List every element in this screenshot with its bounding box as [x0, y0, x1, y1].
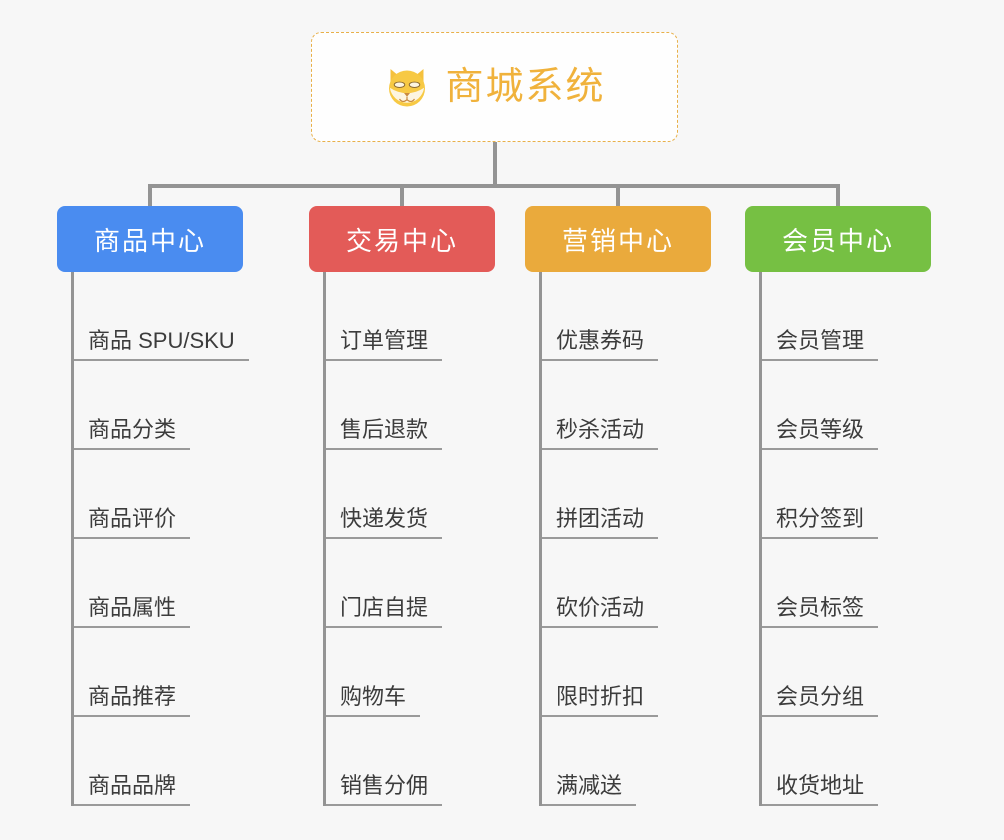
leaf-item[interactable]: 商品属性 — [71, 539, 243, 628]
leaf-item-label: 门店自提 — [326, 595, 443, 628]
leaf-item[interactable]: 收货地址 — [759, 717, 931, 806]
leaf-item-label: 商品 SPU/SKU — [74, 328, 249, 361]
leaf-item[interactable]: 砍价活动 — [539, 539, 711, 628]
leaf-item-label: 商品分类 — [74, 417, 191, 450]
leaf-item-label: 订单管理 — [326, 328, 443, 361]
leaf-list-member-center: 会员管理会员等级积分签到会员标签会员分组收货地址 — [759, 272, 931, 806]
leaf-item-label: 优惠券码 — [542, 328, 659, 361]
connector-trunk-trade-center — [323, 272, 326, 806]
leaf-item[interactable]: 优惠券码 — [539, 272, 711, 361]
branch-column-trade-center: 交易中心订单管理售后退款快递发货门店自提购物车销售分佣 — [309, 206, 495, 806]
leaf-item-label: 满减送 — [542, 773, 637, 806]
leaf-item[interactable]: 会员等级 — [759, 361, 931, 450]
leaf-item-label: 商品评价 — [74, 506, 191, 539]
leaf-item[interactable]: 积分签到 — [759, 450, 931, 539]
root-node[interactable]: 商城系统 — [311, 32, 678, 142]
leaf-item[interactable]: 秒杀活动 — [539, 361, 711, 450]
leaf-item-label: 秒杀活动 — [542, 417, 659, 450]
leaf-item[interactable]: 拼团活动 — [539, 450, 711, 539]
leaf-item-label: 售后退款 — [326, 417, 443, 450]
branch-column-marketing-center: 营销中心优惠券码秒杀活动拼团活动砍价活动限时折扣满减送 — [525, 206, 711, 806]
leaf-item[interactable]: 会员管理 — [759, 272, 931, 361]
connector-root-stem — [493, 142, 497, 186]
leaf-item[interactable]: 商品推荐 — [71, 628, 243, 717]
leaf-list-product-center: 商品 SPU/SKU 商品分类商品评价商品属性商品推荐商品品牌 — [71, 272, 249, 806]
leaf-list-marketing-center: 优惠券码秒杀活动拼团活动砍价活动限时折扣满减送 — [539, 272, 711, 806]
leaf-item[interactable]: 限时折扣 — [539, 628, 711, 717]
connector-drop-1 — [148, 184, 152, 206]
leaf-item-label: 商品品牌 — [74, 773, 191, 806]
leaf-item[interactable]: 会员分组 — [759, 628, 931, 717]
leaf-item-label: 收货地址 — [762, 773, 879, 806]
category-header-trade-center[interactable]: 交易中心 — [309, 206, 495, 272]
leaf-item-label: 会员管理 — [762, 328, 879, 361]
connector-trunk-product-center — [71, 272, 74, 806]
category-header-member-center[interactable]: 会员中心 — [745, 206, 931, 272]
leaf-item[interactable]: 门店自提 — [323, 539, 495, 628]
leaf-item-label: 拼团活动 — [542, 506, 659, 539]
shiba-dog-face-icon — [383, 63, 431, 111]
leaf-item-label: 会员标签 — [762, 595, 879, 628]
leaf-item-label: 会员等级 — [762, 417, 879, 450]
leaf-item[interactable]: 商品 SPU/SKU — [71, 272, 249, 361]
connector-drop-4 — [836, 184, 840, 206]
leaf-item[interactable]: 商品分类 — [71, 361, 243, 450]
leaf-item-label: 销售分佣 — [326, 773, 443, 806]
leaf-list-trade-center: 订单管理售后退款快递发货门店自提购物车销售分佣 — [323, 272, 495, 806]
leaf-item-label: 限时折扣 — [542, 684, 659, 717]
leaf-item-label: 商品属性 — [74, 595, 191, 628]
leaf-item[interactable]: 商品品牌 — [71, 717, 243, 806]
root-title: 商城系统 — [445, 66, 606, 108]
leaf-item[interactable]: 商品评价 — [71, 450, 243, 539]
connector-horizontal-bus — [148, 184, 840, 188]
category-header-product-center[interactable]: 商品中心 — [57, 206, 243, 272]
connector-drop-2 — [400, 184, 404, 206]
leaf-item-label: 积分签到 — [762, 506, 879, 539]
branch-column-member-center: 会员中心会员管理会员等级积分签到会员标签会员分组收货地址 — [745, 206, 931, 806]
leaf-item-label: 砍价活动 — [542, 595, 659, 628]
leaf-item[interactable]: 售后退款 — [323, 361, 495, 450]
leaf-item-label: 会员分组 — [762, 684, 879, 717]
leaf-item[interactable]: 销售分佣 — [323, 717, 495, 806]
leaf-item[interactable]: 快递发货 — [323, 450, 495, 539]
leaf-item-label: 商品推荐 — [74, 684, 191, 717]
category-header-marketing-center[interactable]: 营销中心 — [525, 206, 711, 272]
leaf-item-label: 购物车 — [326, 684, 421, 717]
leaf-item[interactable]: 会员标签 — [759, 539, 931, 628]
connector-trunk-marketing-center — [539, 272, 542, 806]
connector-trunk-member-center — [759, 272, 762, 806]
leaf-item[interactable]: 购物车 — [323, 628, 495, 717]
leaf-item[interactable]: 订单管理 — [323, 272, 495, 361]
leaf-item[interactable]: 满减送 — [539, 717, 711, 806]
connector-drop-3 — [616, 184, 620, 206]
branch-column-product-center: 商品中心商品 SPU/SKU 商品分类商品评价商品属性商品推荐商品品牌 — [57, 206, 249, 806]
leaf-item-label: 快递发货 — [326, 506, 443, 539]
